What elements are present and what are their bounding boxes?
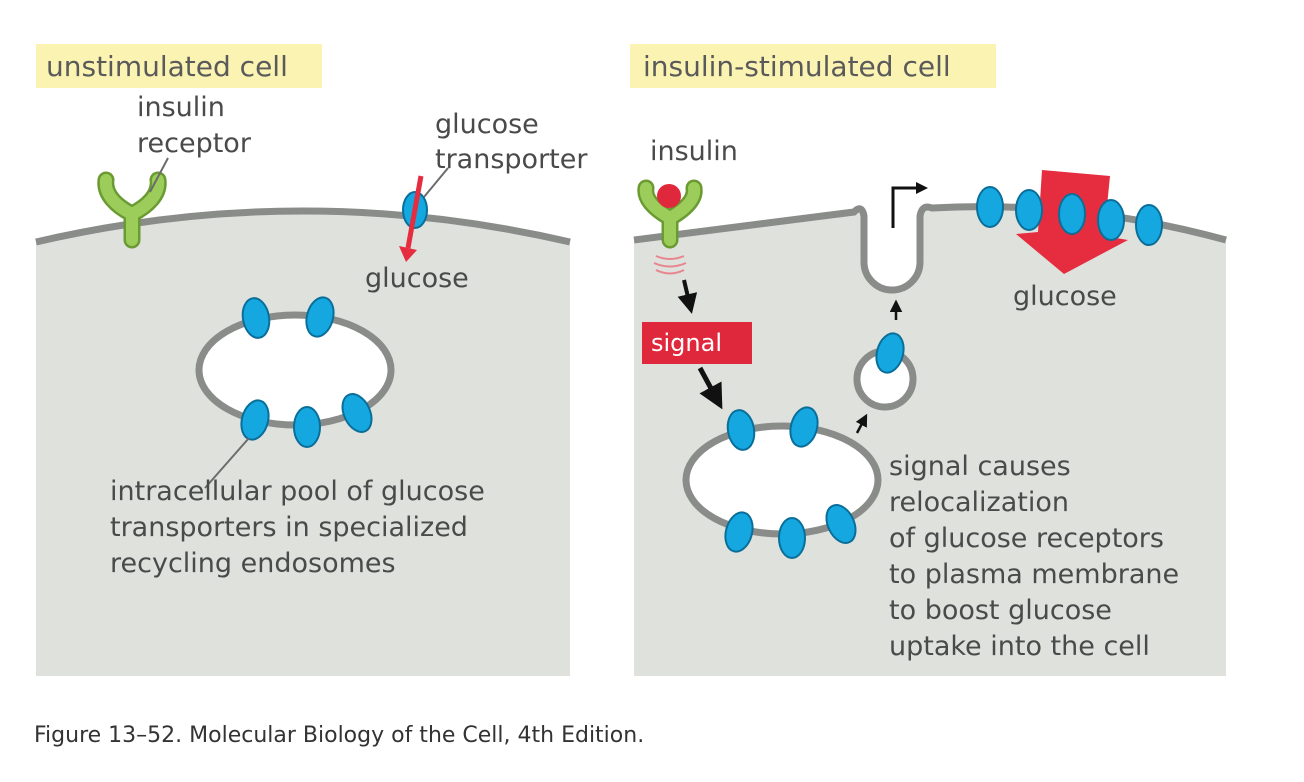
left-panel: unstimulated cell insulin receptor gluco… bbox=[35, 44, 588, 676]
explanation-line-6: uptake into the cell bbox=[889, 631, 1150, 662]
endosome-transporters bbox=[240, 296, 373, 448]
signal-box bbox=[642, 322, 752, 364]
insulin-label: insulin bbox=[650, 136, 738, 167]
receptor-leader-line bbox=[149, 157, 169, 193]
exocytosis-arrow-head bbox=[916, 182, 928, 194]
right-title-highlight bbox=[630, 44, 996, 88]
transporter-icon bbox=[976, 186, 1004, 228]
exocytosis-arrow bbox=[891, 186, 918, 228]
pool-label-line-1: intracellular pool of glucose bbox=[110, 476, 485, 507]
pool-leader-line bbox=[204, 437, 250, 489]
transporter-icon bbox=[825, 504, 857, 544]
right-cytoplasm bbox=[634, 206, 1226, 676]
left-title-highlight bbox=[36, 44, 322, 88]
transporter-icon bbox=[724, 511, 754, 553]
vesicle-transporter-icon bbox=[875, 332, 905, 374]
transporter-leader-line bbox=[423, 167, 449, 198]
explanation-line-2: relocalization bbox=[889, 487, 1069, 518]
transporter-icon bbox=[1058, 193, 1086, 235]
transporter-icon bbox=[789, 406, 819, 448]
transporter-label-line-1: glucose bbox=[435, 109, 539, 140]
endosome-to-vesicle-arrow bbox=[855, 413, 868, 434]
transporter-icon bbox=[305, 296, 335, 338]
glucose-entry-arrow bbox=[405, 175, 424, 249]
transporter-icon bbox=[240, 399, 270, 441]
explanation-line-4: to plasma membrane bbox=[889, 559, 1179, 590]
transporter-icon bbox=[1015, 189, 1043, 231]
insulin-bound-receptor-icon bbox=[637, 179, 703, 249]
transporter-icon bbox=[1135, 204, 1163, 246]
transporter-icon bbox=[241, 297, 271, 339]
signal-label: signal bbox=[651, 329, 722, 357]
signal-to-endosome-arrow bbox=[697, 366, 723, 410]
transporter-icon bbox=[293, 406, 321, 448]
explanation-line-1: signal causes bbox=[889, 451, 1071, 482]
figure-caption: Figure 13–52. Molecular Biology of the C… bbox=[34, 723, 644, 748]
receptor-label-line-2: receptor bbox=[137, 128, 252, 159]
transporter-icon bbox=[1097, 199, 1125, 241]
right-panel: insulin-stimulated cell insulin signal bbox=[630, 44, 1227, 676]
signal-emanation-icon bbox=[653, 255, 687, 275]
left-plasma-membrane bbox=[35, 207, 571, 246]
pool-label-line-2: transporters in specialized bbox=[110, 512, 468, 543]
left-glucose-label: glucose bbox=[365, 263, 469, 294]
right-endosome-transporters bbox=[724, 406, 857, 559]
membrane-transporters bbox=[976, 186, 1163, 246]
receptor-to-signal-arrow bbox=[677, 279, 698, 314]
pool-label-line-3: recycling endosomes bbox=[110, 548, 396, 579]
transporter-icon bbox=[341, 393, 373, 433]
insulin-receptor-icon bbox=[97, 171, 167, 249]
transporter-icon bbox=[726, 409, 756, 451]
receptor-label-line-1: insulin bbox=[137, 92, 225, 123]
right-panel-title: insulin-stimulated cell bbox=[643, 50, 951, 83]
explanation-line-5: to boost glucose bbox=[889, 595, 1112, 626]
glucose-entry-arrow-head bbox=[399, 246, 417, 262]
insulin-molecule-icon bbox=[657, 184, 681, 208]
explanation-line-3: of glucose receptors bbox=[889, 523, 1164, 554]
right-glucose-label: glucose bbox=[1013, 281, 1117, 312]
transporter-icon bbox=[778, 517, 806, 559]
transporter-label-line-2: transporter bbox=[435, 144, 588, 175]
left-panel-title: unstimulated cell bbox=[46, 50, 288, 83]
